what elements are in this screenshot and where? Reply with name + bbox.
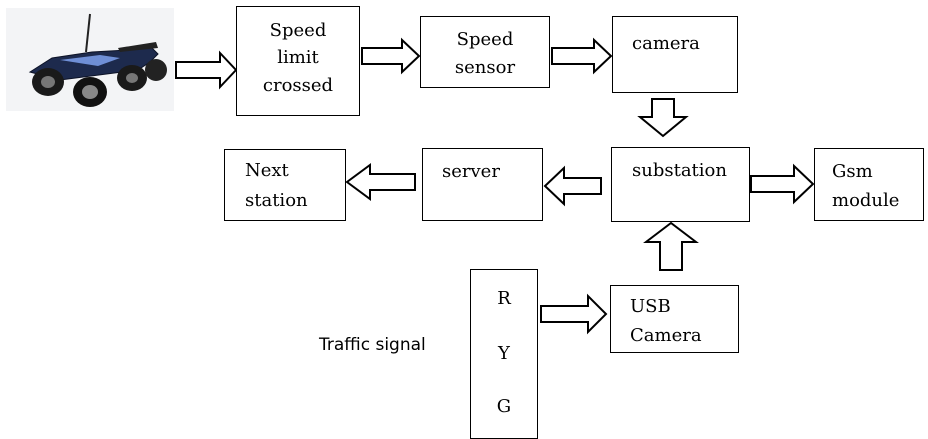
substation-label: substation [632,160,727,181]
speed-limit-box [236,6,360,116]
speed-sensor-label-1: Speed [456,29,514,50]
arrow-substation-to-server [543,165,602,207]
camera-label: camera [632,33,700,54]
arrow-signal-to-usb-camera [540,293,608,335]
rc-car-icon [28,13,167,107]
arrow-server-to-next-station [345,163,416,201]
next-station-box [224,149,346,221]
gsm-module-label-2: module [832,190,900,211]
next-station-label-2: station [245,190,308,211]
usb-camera-label-2: Camera [630,325,702,346]
speed-limit-label-1: Speed [269,20,327,41]
arrow-speed-limit-to-sensor [361,37,421,75]
speed-limit-label-2: limit [277,47,319,68]
traffic-signal-box [470,269,538,439]
server-label: server [442,161,500,182]
speed-sensor-box [420,16,550,88]
signal-light-red: R [497,288,511,309]
substation-box [611,147,750,222]
gsm-module-label-1: Gsm [832,161,873,182]
usb-camera-label-1: USB [630,296,671,317]
arrow-sensor-to-camera [551,37,613,75]
next-station-label-1: Next [245,160,289,181]
arrow-substation-to-gsm [750,163,815,205]
server-box [422,148,543,221]
usb-camera-box [610,285,739,353]
camera-box [612,16,738,93]
arrow-camera-to-substation [637,98,689,138]
arrow-usb-camera-to-substation [643,221,699,271]
speed-sensor-label-2: sensor [454,57,516,78]
arrow-car-to-speed-limit [175,50,238,90]
signal-light-yellow: Y [498,343,510,364]
speed-limit-label-3: crossed [262,75,334,96]
signal-light-green: G [496,396,512,417]
traffic-signal-label: Traffic signal [319,335,426,355]
gsm-module-box [814,148,924,221]
